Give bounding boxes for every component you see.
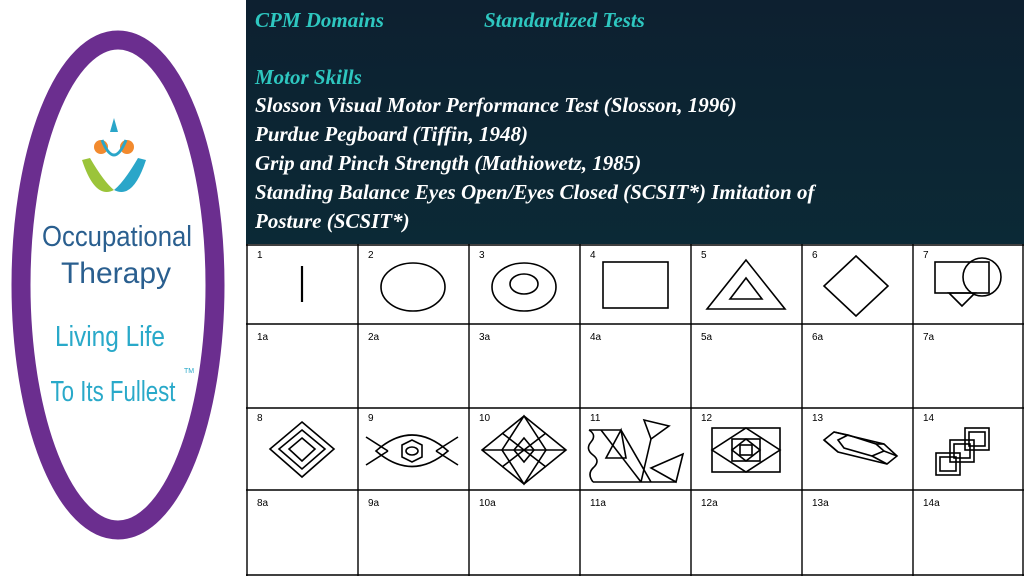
nested-triangles-icon (705, 258, 787, 310)
logo-ring (11, 30, 225, 540)
logo-tagline2: To Its Fullest (51, 376, 176, 408)
cell-number: 9a (368, 498, 380, 509)
cell-number: 4a (590, 332, 602, 343)
cell-number: 12 (701, 413, 713, 424)
eye-figure-icon (365, 434, 459, 468)
cell-number: 8a (257, 498, 269, 509)
figure-grid-svg: 1 2 3 4 5 6 7 1a 2a 3a 4a 5a 6a 7a 8 9 1… (246, 244, 1024, 576)
test-line: Slosson Visual Motor Performance Test (S… (255, 93, 737, 117)
interlocking-squares-icon (935, 427, 990, 476)
text-block: CPM Domains Standardized Tests Motor Ski… (255, 6, 1015, 236)
cell-number: 7a (923, 332, 935, 343)
cell-number: 2 (368, 250, 374, 261)
prism-icon (822, 431, 899, 465)
cell-number: 1a (257, 332, 269, 343)
test-line: Grip and Pinch Strength (Mathiowetz, 198… (255, 151, 642, 175)
cell-number: 2a (368, 332, 380, 343)
cell-number: 6 (812, 250, 818, 261)
concentric-circles-icon (491, 262, 557, 312)
nested-square-diamond-icon (710, 427, 782, 473)
cell-number: 3 (479, 250, 485, 261)
test-line: Purdue Pegboard (Tiffin, 1948) (255, 122, 528, 146)
logo-line2: Therapy (61, 257, 171, 290)
cell-number: 12a (701, 498, 718, 509)
cell-number: 6a (812, 332, 824, 343)
cell-number: 10 (479, 413, 491, 424)
cell-number: 5 (701, 250, 707, 261)
circle-icon (380, 262, 446, 312)
cell-number: 13 (812, 413, 824, 424)
trademark-mark: TM (184, 368, 194, 375)
wave-triangles-icon (587, 418, 685, 484)
header-row: CPM Domains Standardized Tests (255, 6, 1015, 36)
figure-grid: 1 2 3 4 5 6 7 1a 2a 3a 4a 5a 6a 7a 8 9 1… (246, 244, 1024, 576)
logo-line1: Occupational (42, 221, 192, 253)
logo-tagline1: Living Life (55, 321, 165, 353)
section-title: Motor Skills (255, 65, 362, 89)
test-line: Standing Balance Eyes Open/Eyes Closed (… (255, 180, 815, 204)
cell-number: 1 (257, 250, 263, 261)
cell-number: 10a (479, 498, 496, 509)
logo: Occupational Therapy Living Life To Its … (11, 30, 225, 540)
diamond-icon (822, 254, 890, 318)
cell-number: 7 (923, 250, 929, 261)
square-circle-overlap-icon (934, 257, 1002, 308)
logo-panel: Occupational Therapy Living Life To Its … (0, 0, 246, 576)
cell-number: 8 (257, 413, 263, 424)
cell-number: 5a (701, 332, 713, 343)
nested-diamonds-icon (268, 420, 336, 479)
test-line: Posture (SCSIT*) (255, 209, 410, 233)
cell-number: 13a (812, 498, 829, 509)
star-diamond-icon (480, 414, 568, 486)
cell-number: 14 (923, 413, 935, 424)
cell-number: 11a (590, 498, 606, 509)
square-icon (602, 261, 669, 309)
people-figures-icon (82, 118, 146, 192)
cell-number: 14a (923, 498, 940, 509)
cell-number: 4 (590, 250, 596, 261)
cell-number: 9 (368, 413, 374, 424)
cell-number: 3a (479, 332, 491, 343)
header-standardized-tests: Standardized Tests (484, 8, 645, 32)
cell-number: 11 (590, 413, 601, 424)
header-cpm-domains: CPM Domains (255, 8, 384, 32)
